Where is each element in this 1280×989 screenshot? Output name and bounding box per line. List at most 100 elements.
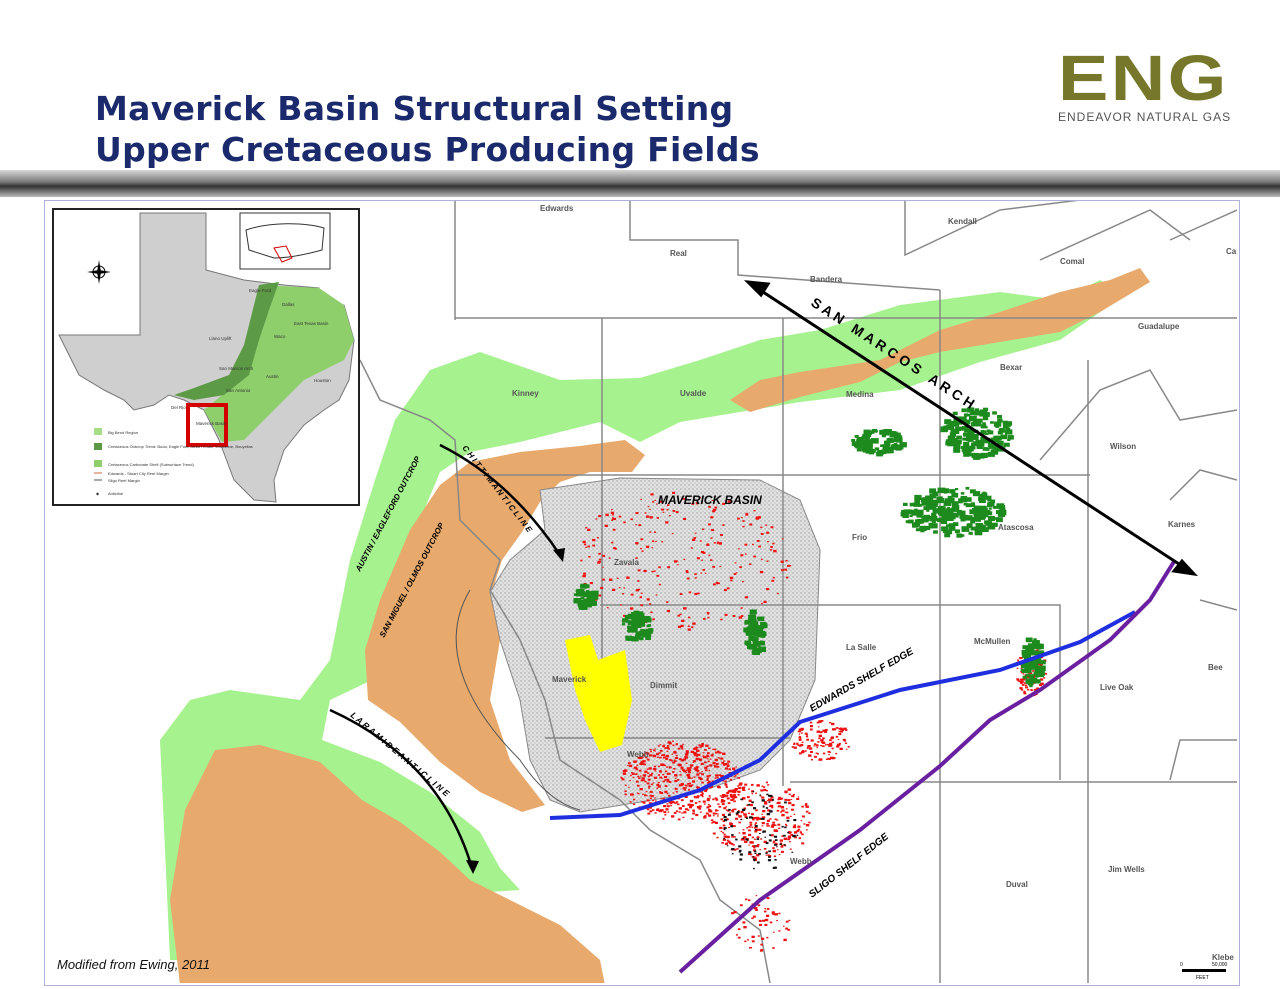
field-well [752, 856, 756, 859]
field-well [666, 772, 670, 775]
field-well [702, 800, 706, 803]
field-well [643, 569, 647, 573]
field-well [680, 799, 684, 802]
field-well [733, 791, 737, 794]
field-well [580, 604, 587, 609]
field-well [786, 838, 788, 840]
field-well [974, 408, 979, 412]
field-well [588, 556, 591, 558]
field-well [677, 625, 682, 628]
field-well [640, 629, 645, 633]
field-well [696, 806, 701, 809]
field-well [756, 818, 759, 821]
field-well [580, 583, 588, 589]
field-well [804, 750, 807, 752]
county-label: Klebe [1212, 953, 1234, 962]
field-well [715, 762, 719, 765]
inset-label: East Texas Basin [294, 321, 329, 326]
field-well [696, 773, 700, 776]
field-well [761, 816, 766, 819]
field-well [704, 769, 708, 772]
field-well [645, 756, 648, 759]
field-well [791, 795, 795, 798]
field-well [737, 790, 741, 793]
field-well [757, 904, 761, 907]
field-well [1035, 657, 1042, 662]
field-well [770, 796, 774, 799]
field-well [656, 503, 658, 505]
field-well [752, 649, 760, 655]
field-well [628, 564, 630, 566]
field-well [673, 759, 676, 761]
inset-legend: Big Bend Region Cretaceous Outcrop Trend… [94, 428, 253, 496]
field-well [722, 820, 725, 822]
field-well [767, 854, 770, 856]
field-well [890, 445, 895, 449]
field-well [863, 429, 871, 435]
field-well [1019, 681, 1024, 684]
field-well [842, 738, 846, 741]
county-label: Guadalupe [1138, 322, 1180, 331]
field-well [829, 722, 832, 724]
field-well [798, 736, 802, 739]
field-well [710, 819, 714, 821]
field-well [666, 805, 670, 808]
field-well [714, 797, 718, 800]
field-well [776, 846, 778, 848]
field-well [949, 432, 956, 437]
field-well [698, 758, 703, 761]
field-well [969, 415, 977, 422]
field-well [687, 770, 691, 773]
field-well [721, 813, 725, 816]
map-frame [44, 200, 1240, 986]
field-well [856, 439, 864, 445]
field-well [801, 842, 805, 845]
field-well [987, 451, 995, 457]
county-label: Ca [1226, 247, 1237, 256]
field-well [947, 495, 953, 500]
field-well [759, 849, 761, 851]
field-well [744, 628, 750, 632]
field-well [687, 768, 689, 770]
field-well [635, 524, 637, 526]
field-well [686, 774, 689, 777]
field-well [642, 779, 645, 782]
field-well [809, 728, 813, 731]
field-well [780, 806, 785, 809]
field-well [838, 742, 841, 745]
maverick-basin-label: MAVERICK BASIN [658, 493, 762, 507]
field-well [663, 776, 668, 779]
field-well [688, 789, 691, 791]
field-well [1019, 678, 1023, 681]
field-well [666, 746, 670, 749]
field-well [642, 760, 646, 763]
field-well [707, 803, 710, 806]
field-well [695, 757, 699, 761]
field-well [654, 770, 657, 772]
field-well [1005, 421, 1012, 426]
field-well [629, 780, 631, 782]
field-well [635, 631, 641, 635]
field-well [605, 513, 609, 517]
field-well [771, 799, 775, 801]
field-well [652, 782, 655, 784]
field-well [630, 775, 632, 777]
field-well [745, 513, 749, 516]
field-well [726, 818, 729, 821]
field-well [686, 767, 690, 770]
field-well [1033, 688, 1037, 691]
field-well [801, 751, 805, 754]
field-well [708, 795, 711, 797]
field-well [587, 528, 591, 531]
county-label: Dimmit [650, 681, 677, 690]
field-well [737, 936, 741, 939]
field-well [947, 507, 951, 510]
field-well [1020, 679, 1023, 682]
field-well [1016, 678, 1020, 681]
field-well [816, 730, 820, 733]
field-well [776, 592, 779, 595]
field-well [649, 807, 652, 809]
field-well [722, 824, 725, 827]
field-well [746, 642, 752, 646]
field-well [638, 524, 642, 527]
